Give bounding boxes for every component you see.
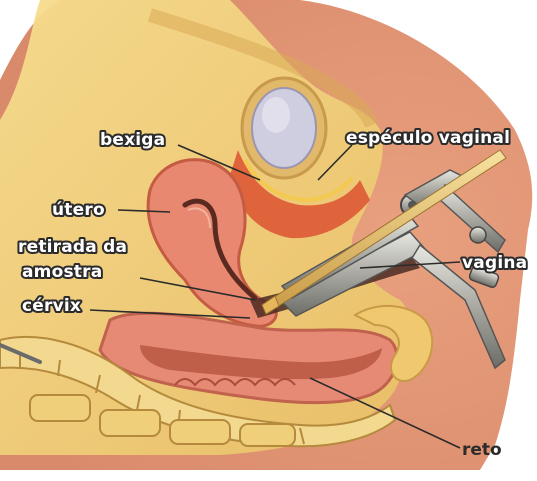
label-retirada-da: retirada da	[18, 237, 127, 257]
label-bexiga: bexiga	[100, 130, 165, 150]
label-reto: reto	[462, 440, 502, 460]
label-especulo-vaginal: espéculo vaginal	[346, 128, 510, 148]
label-amostra: amostra	[22, 262, 102, 282]
label-vagina: vagina	[462, 253, 527, 273]
label-utero: útero	[52, 200, 105, 220]
label-cervix: cérvix	[22, 296, 81, 316]
